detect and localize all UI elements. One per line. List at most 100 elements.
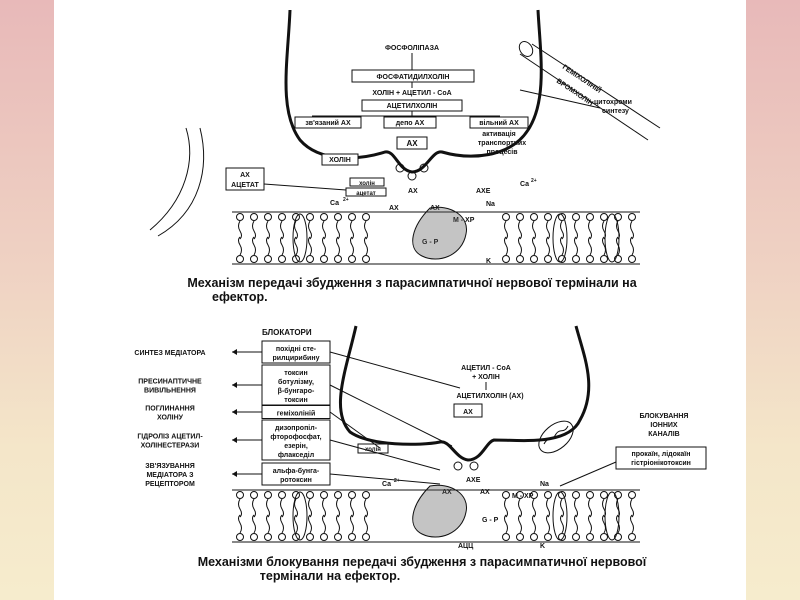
- lipid-head: [348, 213, 356, 221]
- blocker-label: ботулізму,: [278, 378, 314, 386]
- lipid-tail: [238, 498, 242, 518]
- lipid-tail: [280, 236, 284, 256]
- lipid-head: [236, 533, 244, 541]
- ion-blockers-box: [615, 446, 707, 470]
- ach-right-label: АХ: [480, 489, 490, 496]
- lipid-head: [264, 213, 272, 221]
- activation-label: активація: [482, 130, 516, 138]
- lipid-tail: [322, 236, 326, 256]
- lipid-head: [558, 255, 566, 263]
- lipid-head: [264, 255, 272, 263]
- acetate-small-box: [345, 187, 387, 197]
- vesicle: [419, 163, 429, 173]
- lipid-head: [292, 213, 300, 221]
- lipid-heads-2: [236, 484, 636, 541]
- lipid-tail: [322, 220, 326, 240]
- lipid-tail: [546, 514, 550, 534]
- lipid-head: [600, 255, 608, 263]
- lipid-head: [614, 491, 622, 499]
- lipid-tail: [602, 514, 606, 534]
- lipid-tail: [588, 498, 592, 518]
- bromocholine-tube: [531, 43, 661, 129]
- processes-label: процесів: [486, 148, 518, 156]
- depot-ach-box: [383, 116, 437, 129]
- ca-charge-2: 2+: [394, 478, 400, 484]
- lipid-tail: [630, 236, 634, 256]
- lipid-head: [572, 491, 580, 499]
- lipid-tail: [574, 220, 578, 240]
- arrowhead: [232, 382, 237, 388]
- blocker-label: дизопропіл-: [275, 424, 318, 432]
- lipid-tail: [238, 514, 242, 534]
- ach-acetate-box: [225, 167, 265, 191]
- channel-protein: [604, 213, 620, 263]
- ach-acetate-label: АХ: [240, 172, 250, 179]
- choline-acetyl-coa-label: ХОЛІН + АЦЕТИЛ - СоА: [372, 90, 451, 97]
- left-margin: [0, 0, 54, 600]
- lipid-tail: [294, 236, 298, 256]
- choline-small-label-2: холін: [365, 447, 381, 453]
- arrowhead: [232, 437, 237, 443]
- ache-label: АХЕ: [476, 188, 491, 195]
- tube-end: [518, 41, 534, 57]
- lipid-tail: [504, 498, 508, 518]
- lipid-tail: [294, 514, 298, 534]
- ion-block-label-1: БЛОКУВАННЯ: [640, 413, 689, 420]
- lipid-head: [278, 491, 286, 499]
- lipid-tail: [630, 220, 634, 240]
- lipid-head: [502, 255, 510, 263]
- lipid-head: [628, 255, 636, 263]
- lipid-head: [306, 213, 314, 221]
- ca-label-2: Са: [382, 481, 391, 488]
- choline-small-label: холін: [359, 181, 375, 187]
- lipid-tail: [574, 498, 578, 518]
- lipid-tail: [336, 514, 340, 534]
- depot-ach-label: депо АХ: [396, 120, 425, 127]
- nerve-terminal-outline-2: [338, 325, 591, 462]
- channel-protein: [552, 491, 568, 541]
- caption-top-line-1: Механізм передачі збудження з парасимпат…: [187, 276, 637, 290]
- caption-bottom-line-1: Механізми блокування передачі збудження …: [198, 555, 647, 569]
- blocker-label: езерін,: [284, 442, 308, 450]
- acetylcholine-ah-label: АЦЕТИЛХОЛІН (АХ): [456, 393, 523, 400]
- arrowhead: [232, 349, 237, 355]
- lipid-tail: [280, 498, 284, 518]
- blocker-label: флакседіл: [278, 451, 314, 459]
- ach-box-2-label: АХ: [463, 409, 473, 416]
- lipid-tail: [546, 236, 550, 256]
- channel-protein: [552, 213, 568, 263]
- lipid-head: [334, 533, 342, 541]
- arrow: [263, 183, 347, 191]
- blocker-label: рилцирибину: [273, 354, 320, 362]
- lipid-head: [250, 213, 258, 221]
- lipid-head: [558, 533, 566, 541]
- diagram-top: АХ ФОСФОЛІПАЗА ФОСФАТИДИЛХОЛІН ХОЛІН + А…: [149, 9, 661, 304]
- lipid-tail: [266, 236, 270, 256]
- lipid-tail: [574, 236, 578, 256]
- caption-top-line-2: ефектор.: [212, 290, 268, 304]
- lipid-head: [306, 255, 314, 263]
- blocker-label: ротоксин: [280, 477, 312, 484]
- bound-ach-box: [294, 116, 362, 129]
- lipid-head: [586, 255, 594, 263]
- reuptake-tube: [157, 127, 205, 237]
- lipid-head: [320, 213, 328, 221]
- ion-block-label-2: ІОННИХ: [650, 422, 678, 429]
- block-category-label: РЕЦЕПТОРОМ: [145, 481, 195, 488]
- blocker-label: β-бунгаро-: [278, 387, 315, 395]
- caption-bottom-line-2: термінали на ефектор.: [260, 569, 400, 583]
- ca-right-charge: 2+: [531, 178, 537, 184]
- lipid-head: [628, 533, 636, 541]
- synapse-diagrams: АХ ФОСФОЛІПАЗА ФОСФАТИДИЛХОЛІН ХОЛІН + А…: [134, 9, 707, 583]
- synthesis-note-label: синтезу: [602, 108, 629, 115]
- diagram-bottom: БЛОКАТОРИ АЦЕТИЛ - СоА + ХОЛІН АЦЕТИЛХОЛ…: [134, 325, 707, 583]
- lipid-head: [236, 491, 244, 499]
- lipid-head: [320, 255, 328, 263]
- plus-choline-label: + ХОЛІН: [472, 374, 500, 381]
- lipid-heads: [236, 206, 636, 263]
- lipid-tail: [350, 236, 354, 256]
- lipid-tail: [560, 514, 564, 534]
- choline-small-box: [349, 177, 385, 187]
- ach-cleft-label: АХ: [408, 188, 418, 195]
